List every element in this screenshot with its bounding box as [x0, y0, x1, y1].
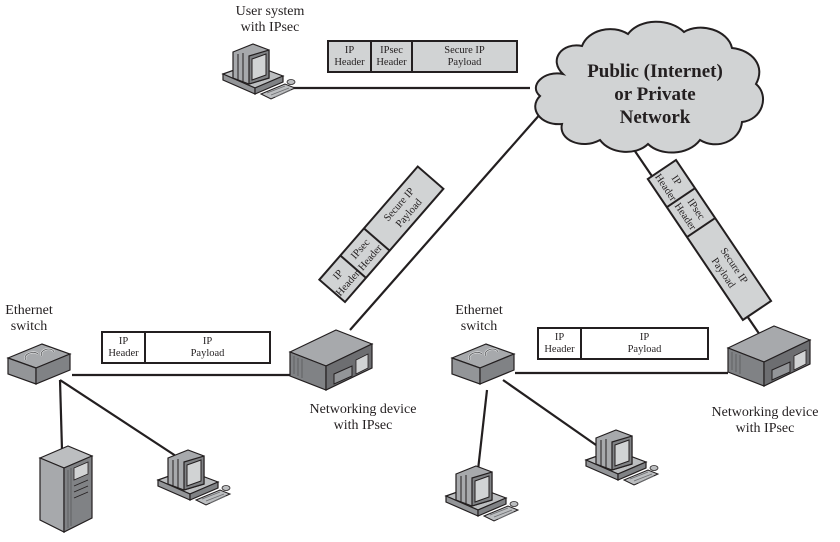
- label-line: with IPsec: [333, 418, 393, 433]
- cell-text: Payload: [447, 56, 482, 68]
- packet-cell-ip-header: IP Header: [103, 333, 146, 362]
- cell-text: Header: [376, 56, 407, 68]
- cell-text: IP: [344, 44, 355, 56]
- label-line: Ethernet: [5, 303, 53, 318]
- networking-device-left-label: Networking device with IPsec: [288, 402, 438, 434]
- cell-text: Payload: [190, 347, 225, 359]
- packet-secure-top: IP Header IPsec Header Secure IP Payload: [327, 40, 518, 73]
- server-rack-icon: [39, 445, 93, 533]
- link-left-switch-to-server: [58, 379, 64, 451]
- cell-text: Header: [544, 343, 575, 355]
- cell-text: IP: [202, 335, 213, 347]
- link-right-switch-to-pc-left: [476, 389, 489, 471]
- label-line: User system: [235, 4, 305, 19]
- ethernet-switch-left-icon: [7, 343, 71, 385]
- workstation-right-lan-b-icon: [585, 429, 659, 486]
- cell-text: IP: [639, 331, 650, 343]
- packet-secure-diagonal-left: IP Header IPsec Header Secure IP Payload: [317, 165, 445, 304]
- packet-cell-ip-payload: IP Payload: [146, 333, 269, 362]
- packet-plain-right: IP Header IP Payload: [537, 327, 709, 360]
- label-line: with IPsec: [240, 20, 300, 35]
- cloud-shape: [534, 20, 764, 154]
- cell-text: Header: [108, 347, 139, 359]
- workstation-left-lan-icon: [157, 449, 231, 506]
- cell-text: Secure IP: [444, 44, 485, 56]
- packet-plain-left: IP Header IP Payload: [101, 331, 271, 364]
- label-line: Networking device: [309, 402, 417, 417]
- ethernet-switch-right-icon: [451, 343, 515, 385]
- cloud-label-line: or Private: [614, 84, 696, 105]
- link-left-switch-to-pc: [59, 379, 183, 461]
- link-cloud-to-left-device: [349, 111, 543, 331]
- networking-device-left-icon: [289, 329, 373, 391]
- packet-cell-ip-payload: IP Payload: [582, 329, 707, 358]
- label-line: switch: [10, 319, 48, 334]
- link-right-switch-to-pc-right: [502, 379, 597, 446]
- cell-text: Header: [334, 56, 365, 68]
- workstation-right-lan-a-icon: [445, 465, 519, 522]
- cloud-label-line: Network: [619, 107, 691, 128]
- packet-secure-diagonal-right: IP Header IPsec Header Secure IP Payload: [646, 158, 773, 322]
- packet-cell-ipsec-header: IPsec Header: [372, 42, 413, 71]
- label-line: Networking device: [711, 405, 819, 420]
- label-line: Ethernet: [455, 303, 503, 318]
- ethernet-switch-left-label: Ethernet switch: [0, 303, 58, 335]
- label-line: switch: [460, 319, 498, 334]
- packet-cell-ip-header: IP Header: [539, 329, 582, 358]
- label-line: with IPsec: [735, 421, 795, 436]
- cell-text: IP: [118, 335, 129, 347]
- cell-text: Payload: [627, 343, 662, 355]
- ethernet-switch-right-label: Ethernet switch: [448, 303, 510, 335]
- user-system-label: User system with IPsec: [215, 4, 325, 36]
- packet-cell-secure-payload: Secure IP Payload: [413, 42, 516, 71]
- cloud-network: [534, 20, 764, 154]
- user-system-computer-icon: [222, 43, 296, 100]
- cloud-label: Public (Internet) or Private Network: [560, 60, 750, 129]
- cell-text: IPsec: [380, 44, 403, 56]
- packet-cell-ip-header: IP Header: [329, 42, 372, 71]
- cloud-label-line: Public (Internet): [587, 61, 723, 82]
- networking-device-right-label: Networking device with IPsec: [690, 405, 840, 437]
- cell-text: IP: [554, 331, 565, 343]
- networking-device-right-icon: [727, 325, 811, 387]
